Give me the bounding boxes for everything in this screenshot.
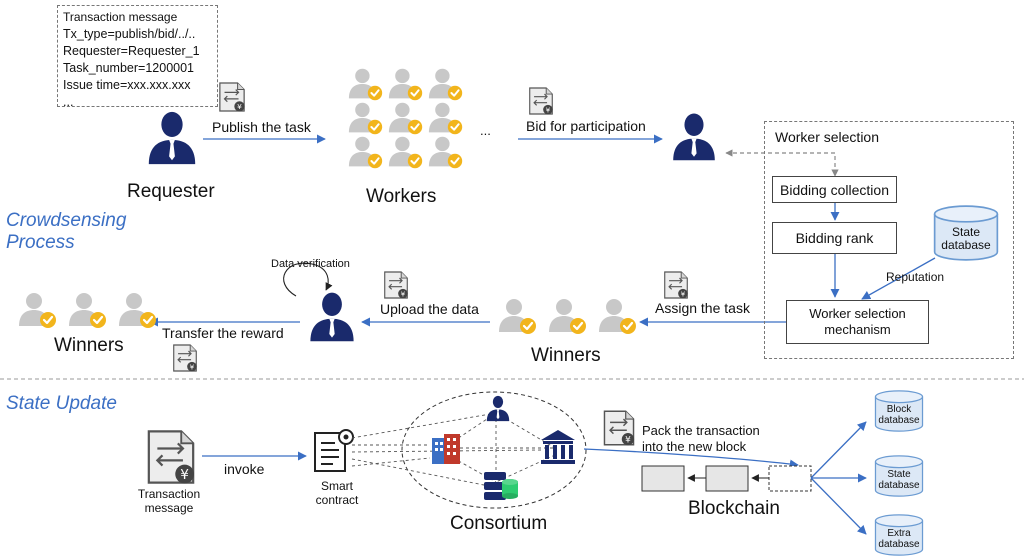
state-database-label: State database bbox=[928, 225, 1004, 253]
mechanism-line1: Worker selection bbox=[809, 305, 906, 321]
worker-person-icon bbox=[673, 113, 715, 161]
smart-contract-line2: contract bbox=[315, 492, 359, 507]
state-db-bottom-line2: database bbox=[878, 480, 920, 491]
transaction-message-line: Requester=Requester_1 bbox=[63, 44, 200, 58]
transaction-message-box: Transaction message Tx_type=publish/bid/… bbox=[57, 5, 218, 109]
invoke-label: invoke bbox=[224, 461, 265, 477]
requester-person-icon bbox=[148, 111, 196, 165]
consortium-label: Consortium bbox=[450, 513, 548, 534]
bid-label: Bid for participation bbox=[526, 118, 646, 134]
state-database-bottom-label: State database bbox=[872, 469, 926, 491]
assign-task-label: Assign the task bbox=[655, 300, 750, 316]
consortium-person-icon bbox=[486, 395, 510, 422]
smart-contract-label: Smart contract bbox=[309, 479, 365, 508]
pack-line1: Pack the transaction bbox=[642, 423, 760, 438]
state-db-bottom-line1: State bbox=[887, 469, 911, 480]
upload-data-label: Upload the data bbox=[380, 301, 479, 317]
mechanism-line2: mechanism bbox=[824, 322, 891, 337]
worker-selection-mechanism-box: Worker selection mechanism bbox=[786, 300, 929, 344]
winners-left-icons bbox=[18, 291, 158, 330]
workers-grid-icon bbox=[348, 67, 464, 170]
transaction-message-line: Issue time=xxx.xxx.xxx bbox=[63, 78, 191, 92]
smart-contract-line1: Smart bbox=[320, 479, 353, 493]
transfer-reward-label: Transfer the reward bbox=[162, 325, 284, 341]
bid-transaction-icon bbox=[529, 87, 554, 116]
transaction-message-title: Transaction message bbox=[63, 10, 178, 24]
big-transaction-icon bbox=[147, 430, 196, 485]
requester-label: Requester bbox=[127, 181, 215, 202]
server-icon bbox=[484, 472, 518, 500]
section-crowdsensing: Crowdsensing Process bbox=[6, 210, 126, 254]
transaction-icon bbox=[219, 82, 246, 113]
data-verification-label: Data verification bbox=[271, 258, 350, 270]
extra-db-line2: database bbox=[878, 539, 920, 550]
tx-message-line1: Transaction bbox=[137, 487, 201, 501]
verifier-person-icon bbox=[310, 292, 354, 342]
block-database-label: Block database bbox=[872, 404, 926, 426]
blockchain-label: Blockchain bbox=[688, 498, 780, 519]
transaction-message-line: Task_number=1200001 bbox=[63, 61, 194, 75]
reputation-label: Reputation bbox=[886, 270, 945, 284]
block-db-line1: Block bbox=[886, 404, 912, 415]
winners-mid-label: Winners bbox=[531, 345, 601, 366]
worker-selection-title: Worker selection bbox=[775, 129, 880, 145]
reward-transaction-icon bbox=[173, 344, 198, 373]
bidding-rank-box: Bidding rank bbox=[772, 222, 897, 254]
assign-transaction-icon bbox=[664, 271, 689, 300]
tx-message-label: Transaction message bbox=[135, 487, 203, 516]
ellipsis-label: ... bbox=[480, 123, 491, 138]
pack-line2: into the new block bbox=[642, 439, 747, 455]
winners-mid-icons bbox=[498, 297, 638, 336]
worker-selection-region bbox=[764, 121, 1014, 359]
building-icon bbox=[432, 434, 460, 464]
block-db-line2: database bbox=[878, 415, 920, 426]
bank-icon bbox=[541, 430, 575, 464]
extra-database-label: Extra database bbox=[872, 528, 926, 550]
transaction-message-line: ... bbox=[63, 95, 74, 109]
pack-label: Pack the transaction into the new block bbox=[642, 423, 760, 456]
workers-label: Workers bbox=[366, 186, 437, 207]
section-crowdsensing-line1: Crowdsensing bbox=[6, 210, 127, 231]
bidding-collection-box: Bidding collection bbox=[772, 176, 897, 203]
section-state-update: State Update bbox=[6, 393, 117, 414]
extra-db-line1: Extra bbox=[887, 528, 911, 539]
section-crowdsensing-line2: Process bbox=[6, 231, 75, 253]
transaction-message-line: Tx_type=publish/bid/../.. bbox=[63, 27, 196, 41]
winners-left-label: Winners bbox=[54, 335, 124, 356]
smart-contract-icon bbox=[314, 429, 354, 472]
publish-task-label: Publish the task bbox=[212, 119, 311, 135]
upload-transaction-icon bbox=[384, 271, 409, 300]
state-db-line1: State bbox=[951, 225, 981, 239]
tx-message-line2: message bbox=[144, 500, 194, 515]
pack-transaction-icon bbox=[603, 410, 635, 447]
state-db-line2: database bbox=[941, 238, 991, 253]
